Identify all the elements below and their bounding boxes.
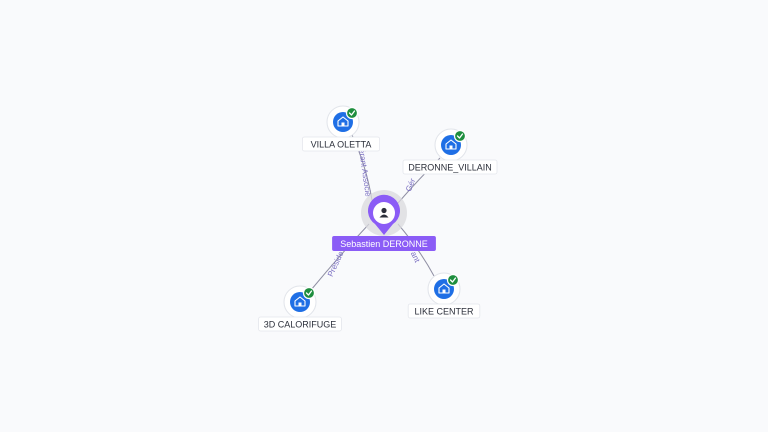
verified-check-icon xyxy=(345,106,359,120)
person-icon xyxy=(379,207,389,218)
company-name: LIKE CENTER xyxy=(414,307,474,317)
node-label-bg xyxy=(258,316,342,332)
edge-3d-calorifuge xyxy=(310,223,370,291)
center-label-bg xyxy=(332,236,436,251)
nodes: VILLA OLETTA DERONNE_VILLAIN 3D CALORIFUGE… xyxy=(258,105,498,332)
building-icon xyxy=(294,296,306,307)
company-name: VILLA OLETTA xyxy=(311,140,372,150)
person-name: Sebastien DERONNE xyxy=(340,239,428,249)
company-node-like-center[interactable]: LIKE CENTER xyxy=(407,272,481,319)
company-name: 3D CALORIFUGE xyxy=(264,320,337,330)
building-icon xyxy=(337,116,349,127)
center-node[interactable]: Sebastien DERONNE xyxy=(332,190,436,251)
company-node-villa-oletta[interactable]: VILLA OLETTA xyxy=(301,105,380,152)
company-name: DERONNE_VILLAIN xyxy=(408,163,492,173)
company-node-deronne-villain[interactable]: DERONNE_VILLAIN xyxy=(402,128,498,175)
company-node-3d-calorifuge[interactable]: 3D CALORIFUGE xyxy=(258,285,342,332)
verified-check-icon xyxy=(302,286,316,300)
building-icon xyxy=(438,283,450,294)
verified-check-icon xyxy=(453,129,467,143)
building-icon xyxy=(445,139,457,150)
verified-check-icon xyxy=(446,273,460,287)
edge-label-deronne-villain: Gér xyxy=(404,177,417,193)
node-label-bg xyxy=(402,159,498,175)
node-label-bg xyxy=(301,136,380,152)
edge-label-3d-calorifuge: Préside xyxy=(326,249,346,278)
node-label-bg xyxy=(407,303,481,319)
